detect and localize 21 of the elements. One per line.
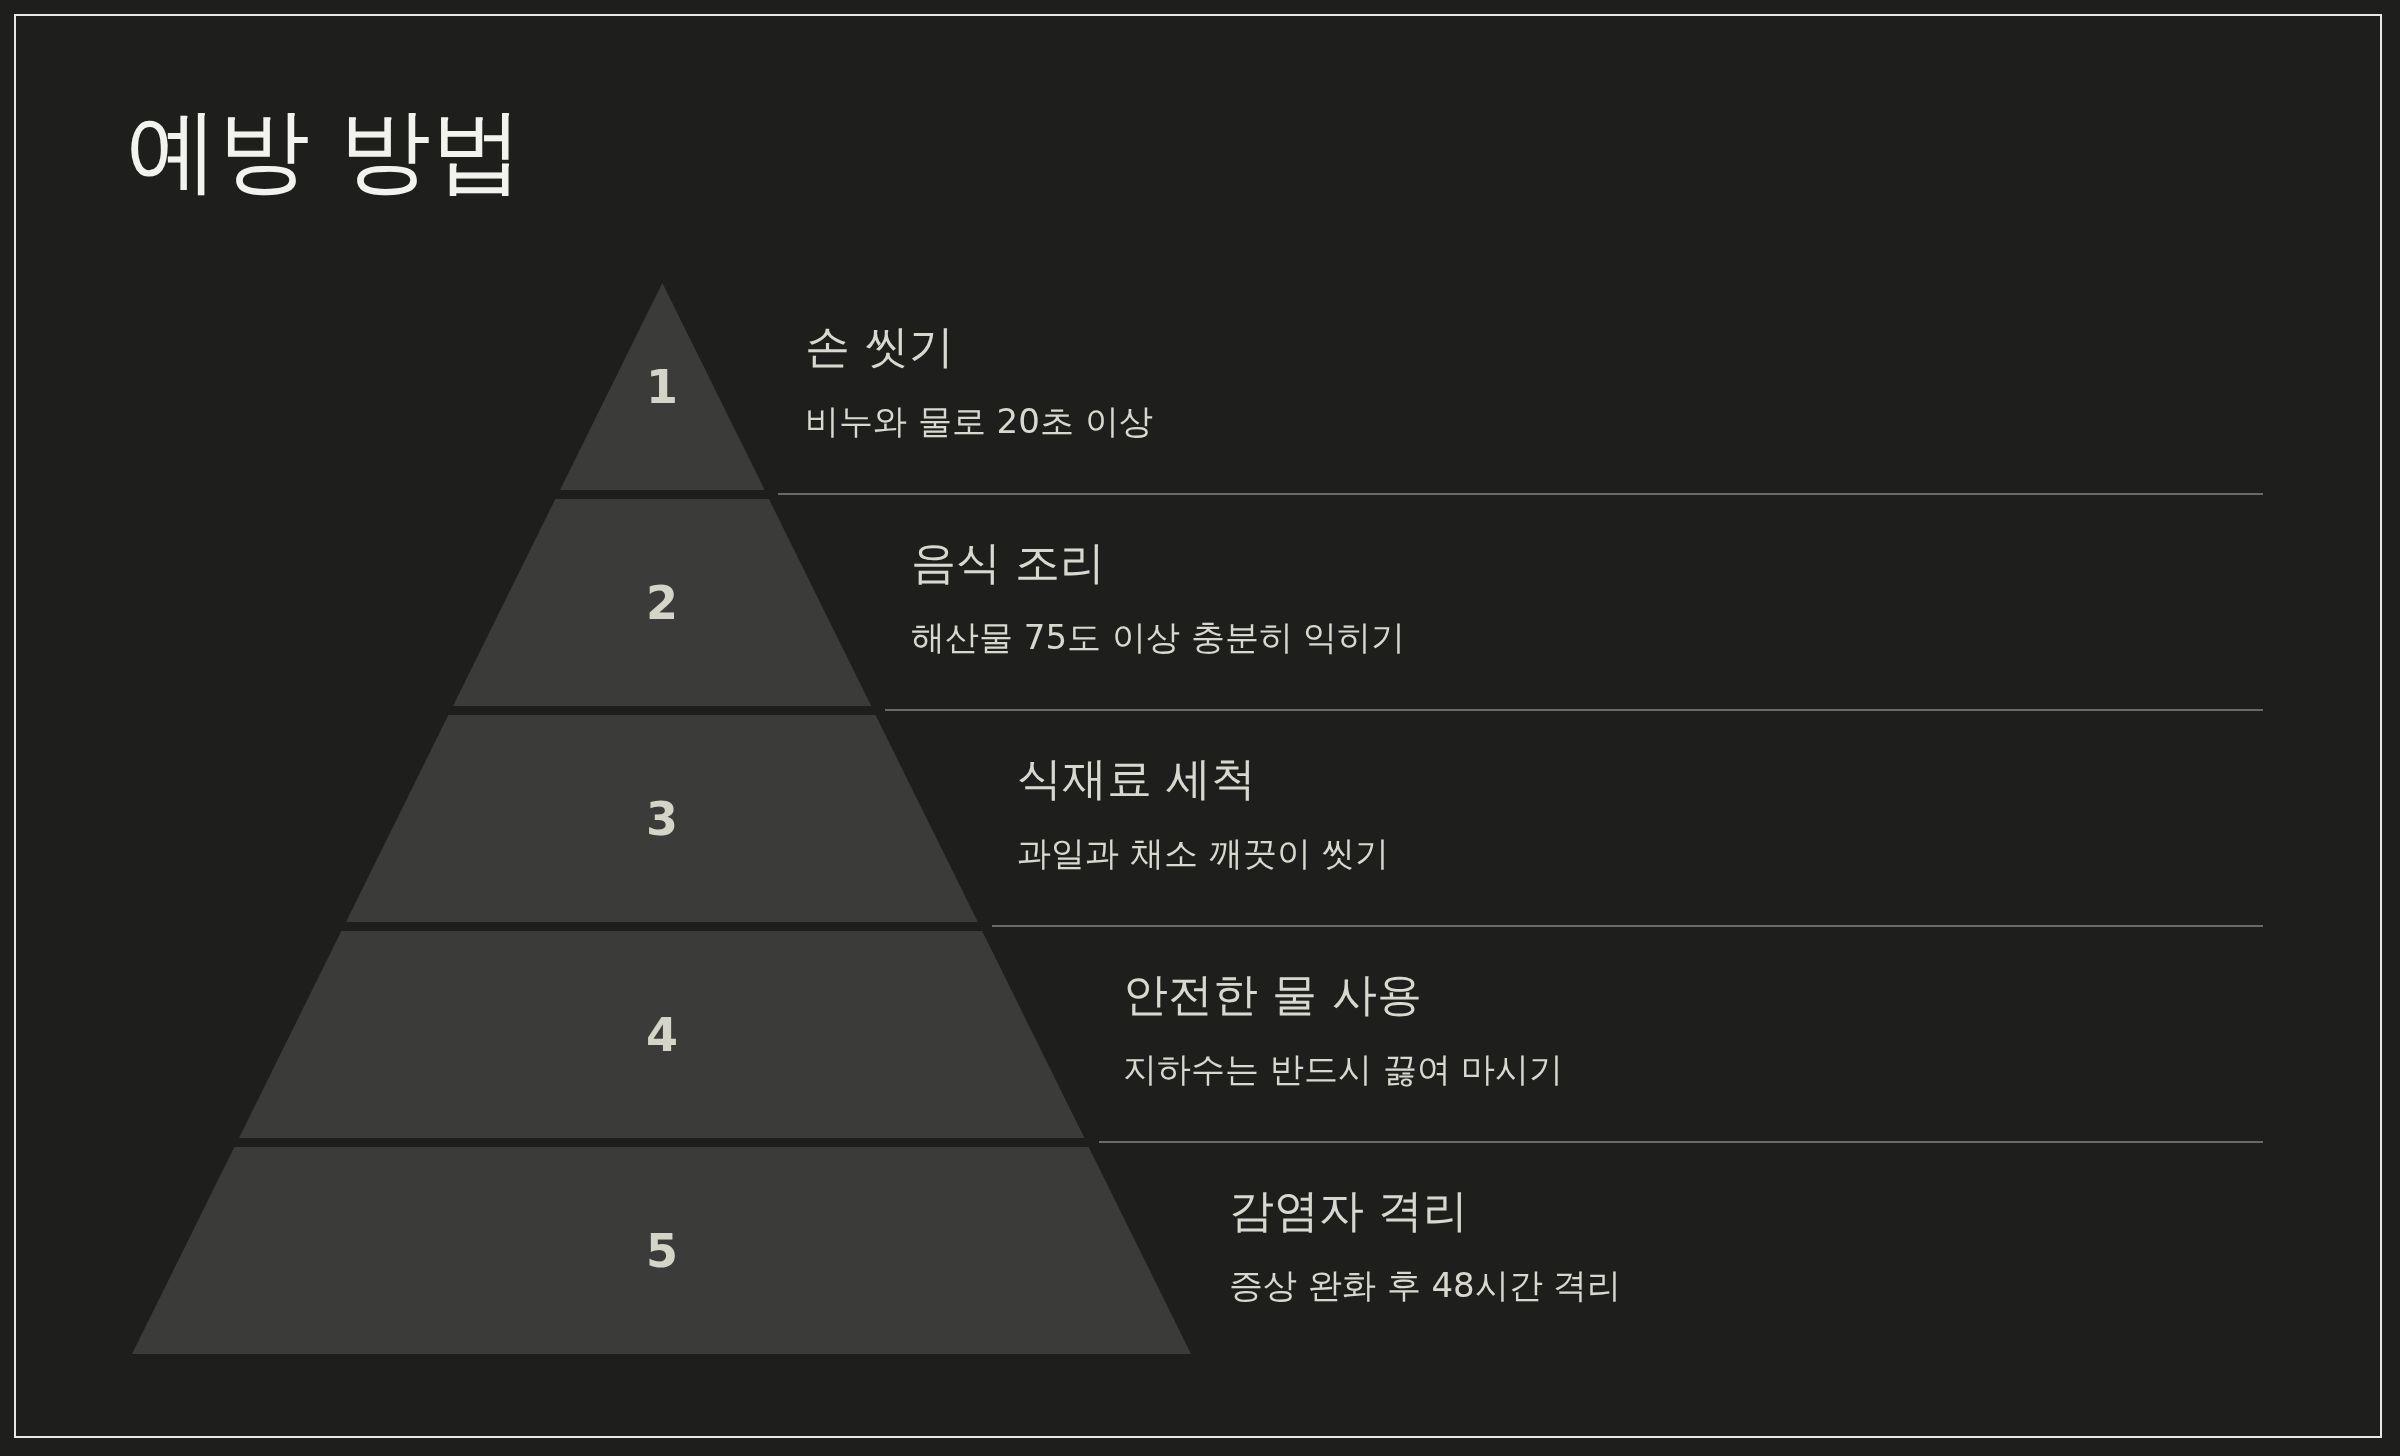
pyramid-layer: [346, 715, 978, 922]
layer-number: 3: [646, 791, 678, 846]
step-description: 증상 완화 후 48시간 격리: [1229, 1264, 1622, 1307]
layer-number: 4: [646, 1007, 678, 1062]
step-description: 해산물 75도 이상 충분히 익히기: [911, 616, 1406, 659]
layer-number: 1: [646, 359, 678, 414]
pyramid-layer: [452, 499, 872, 706]
step-heading: 감염자 격리: [1229, 1183, 1469, 1239]
pyramid-layer: [559, 283, 765, 490]
step-heading: 음식 조리: [911, 535, 1106, 591]
step-description: 비누와 물로 20초 이상: [805, 400, 1153, 443]
pyramid-layer: [239, 931, 1085, 1138]
step-description: 지하수는 반드시 끓여 마시기: [1123, 1048, 1564, 1091]
step-heading: 손 씻기: [805, 319, 955, 375]
step-heading: 식재료 세척: [1017, 751, 1257, 807]
layer-number: 2: [646, 575, 678, 630]
layer-number: 5: [646, 1223, 678, 1278]
pyramid-layer: [132, 1147, 1192, 1354]
step-heading: 안전한 물 사용: [1123, 967, 1422, 1023]
page-title: 예방 방법: [126, 100, 524, 202]
step-description: 과일과 채소 깨끗이 씻기: [1017, 832, 1390, 875]
